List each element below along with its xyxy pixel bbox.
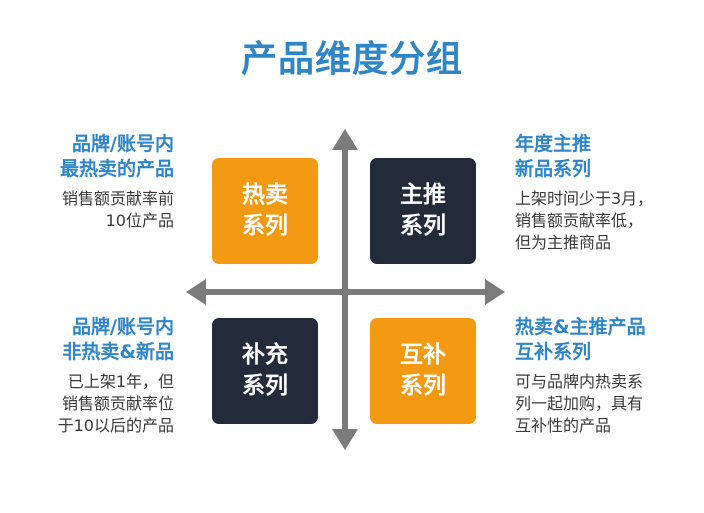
hot-series-box: 热卖 系列: [212, 158, 318, 264]
featured-series-box: 主推 系列: [370, 158, 476, 264]
top-right-description: 上架时间少于3月， 销售额贡献率低， 但为主推商品: [515, 189, 654, 252]
top-right-heading: 年度主推 新品系列: [515, 133, 592, 180]
supplement-series-box: 补充 系列: [212, 318, 318, 424]
bottom-right-heading: 热卖&主推产品 互补系列: [515, 316, 646, 363]
down-arrow-icon: [332, 429, 358, 450]
complement-series-box: 互补 系列: [370, 318, 476, 424]
up-arrow-icon: [332, 129, 358, 150]
right-arrow-icon: [485, 279, 505, 305]
bottom-right-description: 可与品牌内热卖系 列一起加购，具有 互补性的产品: [515, 372, 644, 435]
complement-series-label: 互补 系列: [400, 342, 446, 399]
left-arrow-icon: [186, 279, 206, 305]
bottom-left-heading: 品牌/账号内 非热卖&新品: [62, 316, 174, 363]
supplement-series-label: 补充 系列: [242, 342, 288, 399]
top-left-heading: 品牌/账号内 最热卖的产品: [59, 133, 174, 180]
featured-series-label: 主推 系列: [400, 182, 446, 239]
top-left-note: 品牌/账号内 最热卖的产品 销售额贡献率前 10位产品: [60, 132, 174, 232]
top-left-description: 销售额贡献率前 10位产品: [61, 189, 174, 230]
hot-series-label: 热卖 系列: [242, 182, 288, 239]
page-title: 产品维度分组: [240, 39, 463, 80]
bottom-right-note: 热卖&主推产品 互补系列 可与品牌内热卖系 列一起加购，具有 互补性的产品: [515, 315, 646, 437]
bottom-left-description: 已上架1年，但 销售额贡献率位 于10以后的产品: [57, 372, 174, 435]
top-right-note: 年度主推 新品系列 上架时间少于3月， 销售额贡献率低， 但为主推商品: [515, 132, 653, 254]
bottom-left-note: 品牌/账号内 非热卖&新品 已上架1年，但 销售额贡献率位 于10以后的产品: [58, 315, 174, 437]
